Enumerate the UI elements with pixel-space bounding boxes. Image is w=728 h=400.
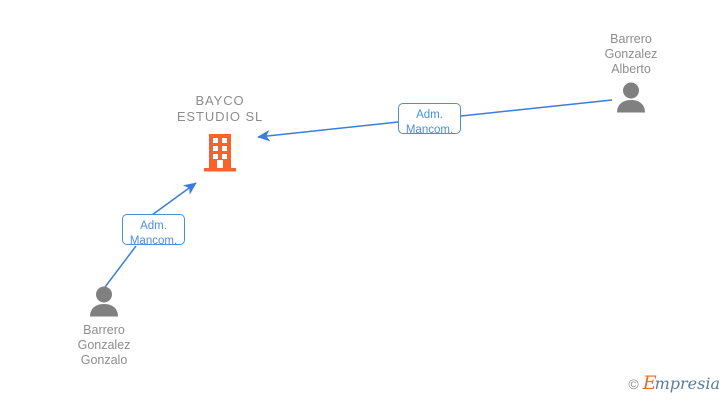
- edge-label-to-company-bottom: [151, 182, 197, 216]
- person-icon: [90, 286, 118, 317]
- edge-label-to-company-top: [257, 121, 399, 142]
- brand-logo: Empresia: [643, 374, 720, 394]
- person-name-label-gonzalo: Barrero Gonzalez Gonzalo: [77, 323, 131, 367]
- brand-initial: E: [642, 372, 657, 394]
- copyright-icon: ©: [628, 376, 639, 392]
- relation-label-gonzalo[interactable]: Adm. Mancom.: [122, 214, 185, 247]
- empresia-watermark: © Empresia: [628, 374, 720, 394]
- building-icon: [204, 134, 236, 172]
- edge-gonzalo-to-label: [104, 245, 137, 288]
- brand-rest: mpresia: [654, 374, 720, 393]
- person-name-label-alberto: Barrero Gonzalez Alberto: [604, 32, 658, 76]
- company-name-label: BAYCO ESTUDIO SL: [176, 93, 264, 124]
- company-node[interactable]: BAYCO ESTUDIO SL: [145, 93, 295, 174]
- relation-label-alberto[interactable]: Adm. Mancom.: [398, 103, 461, 136]
- person-node-gonzalo[interactable]: Barrero Gonzalez Gonzalo: [29, 285, 179, 368]
- edge-alberto-to-label: [460, 99, 613, 117]
- person-node-alberto[interactable]: Barrero Gonzalez Alberto: [556, 32, 706, 113]
- person-icon: [617, 82, 645, 113]
